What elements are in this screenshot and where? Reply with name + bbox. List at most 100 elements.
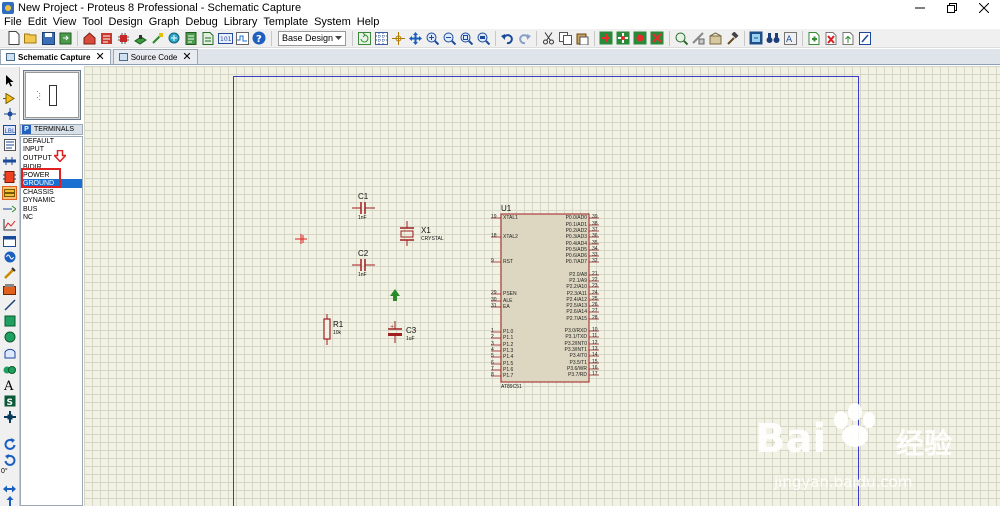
remove-sheet-button[interactable] [823,30,839,46]
capacitor-c2[interactable] [352,259,375,271]
toggle-grid-button[interactable] [373,30,389,46]
menu-graph[interactable]: Graph [148,16,180,28]
generator-button[interactable] [2,250,17,264]
rotate-clockwise-button[interactable] [2,437,17,451]
crystal-x1[interactable] [400,221,414,246]
block-copy-button[interactable] [598,30,614,46]
bill-of-materials-button[interactable] [183,30,199,46]
terminals-mode-button[interactable] [2,186,17,200]
schematic-canvas[interactable]: + C1 1nF C2 1nF X1 CRYSTAL R1 10k C3 1uF… [84,66,1000,506]
new-sheet-button[interactable] [806,30,822,46]
menu-design[interactable]: Design [108,16,143,28]
overview-window[interactable]: ·.·: [23,70,81,120]
bus-button[interactable] [2,154,17,168]
menu-tool[interactable]: Tool [82,16,103,28]
pcb-button[interactable] [115,30,131,46]
power-terminal[interactable] [390,289,400,301]
redo-button[interactable] [516,30,532,46]
mirror-x-button[interactable] [2,482,17,496]
path-tool-button[interactable] [2,362,17,376]
device-pins-button[interactable] [2,202,17,216]
new-file-button[interactable] [6,30,22,46]
selection-mode-button[interactable] [2,74,17,88]
save-button[interactable] [40,30,56,46]
microcontroller-u1[interactable] [500,213,590,383]
mirror-y-button[interactable] [2,495,17,506]
list-item-power[interactable]: POWER [23,172,50,179]
capacitor-c1[interactable] [352,202,375,214]
tab-close-icon[interactable]: ✕ [95,51,105,63]
tab-schematic-capture[interactable]: Schematic Capture ✕ [0,49,111,64]
text-tool-button[interactable]: A [2,378,17,392]
graph-mode-button[interactable] [2,218,17,232]
minimize-button[interactable] [904,0,936,15]
3d-view-button[interactable] [132,30,148,46]
menu-library[interactable]: Library [223,16,258,28]
maximize-button[interactable] [936,0,968,15]
list-item-nc[interactable]: NC [23,214,34,221]
gerber-button[interactable] [149,30,165,46]
decompose-button[interactable] [724,30,740,46]
menu-edit[interactable]: Edit [27,16,47,28]
block-delete-button[interactable] [649,30,665,46]
capacitor-c3[interactable]: + [388,321,402,343]
packaging-tool-button[interactable] [707,30,723,46]
list-item-output[interactable]: OUTPUT [23,155,52,162]
list-item-default[interactable]: DEFAULT [23,138,54,145]
zoom-all-button[interactable] [458,30,474,46]
menu-help[interactable]: Help [356,16,380,28]
arc-tool-button[interactable] [2,346,17,360]
list-item-chassis[interactable]: CHASSIS [23,189,54,196]
tape-recorder-button[interactable] [2,234,17,248]
subcircuit-button[interactable] [2,170,17,184]
design-select[interactable]: Base Design [278,30,346,46]
vsm-studio-button[interactable]: 101 [217,30,233,46]
symbol-tool-button[interactable]: S [2,394,17,408]
copy-button[interactable] [557,30,573,46]
list-item-bidir[interactable]: BIDIR [23,164,42,171]
menu-view[interactable]: View [52,16,77,28]
zoom-in-button[interactable] [424,30,440,46]
save-all-button[interactable] [57,30,73,46]
box-tool-button[interactable] [2,314,17,328]
open-button[interactable] [23,30,39,46]
resistor-r1[interactable] [323,314,331,345]
help-button[interactable]: ? [251,30,267,46]
list-item-dynamic[interactable]: DYNAMIC [23,197,56,204]
component-mode-button[interactable] [2,91,17,105]
menu-debug[interactable]: Debug [185,16,218,28]
undo-button[interactable] [499,30,515,46]
property-assignment-button[interactable]: A [782,30,798,46]
wire-label-button[interactable]: LBL [2,123,17,137]
exit-to-parent-button[interactable] [840,30,856,46]
cut-button[interactable] [540,30,556,46]
paste-button[interactable] [574,30,590,46]
pick-devices-button[interactable]: P [22,125,31,134]
rotate-anticlockwise-button[interactable] [2,453,17,467]
zoom-out-button[interactable] [441,30,457,46]
zoom-area-button[interactable] [475,30,491,46]
source-code-button[interactable] [200,30,216,46]
block-rotate-button[interactable] [632,30,648,46]
block-move-button[interactable] [615,30,631,46]
simulation-button[interactable] [234,30,250,46]
wire-autorouter-button[interactable] [748,30,764,46]
refresh-button[interactable] [356,30,372,46]
home-button[interactable] [81,30,97,46]
list-item-bus[interactable]: BUS [23,206,38,213]
text-script-button[interactable] [2,138,17,152]
search-tag-button[interactable] [765,30,781,46]
design-explorer-button[interactable] [166,30,182,46]
menu-file[interactable]: File [4,16,22,28]
tab-source-code[interactable]: Source Code ✕ [112,49,198,64]
toggle-origin-button[interactable] [390,30,406,46]
markers-tool-button[interactable] [2,410,17,424]
pan-button[interactable] [407,30,423,46]
line-tool-button[interactable] [2,298,17,312]
list-item-input[interactable]: INPUT [23,146,44,153]
tab-close-icon[interactable]: ✕ [182,51,192,63]
pick-parts-button[interactable] [673,30,689,46]
menu-system[interactable]: System [314,16,351,28]
schematic-button[interactable] [98,30,114,46]
voltage-probe-button[interactable] [2,266,17,280]
